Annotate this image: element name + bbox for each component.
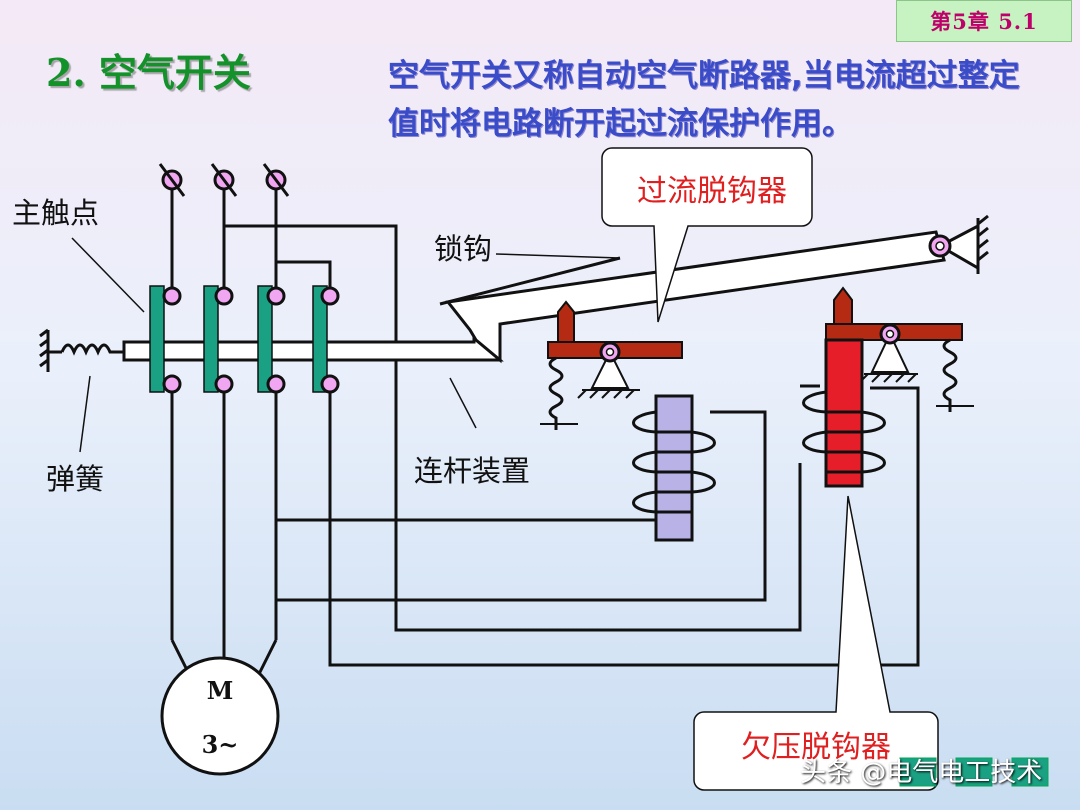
overcurrent-coil bbox=[632, 394, 716, 542]
undervoltage-callout bbox=[693, 495, 939, 791]
overcurrent-release-label: 过流脱钩器 bbox=[637, 174, 787, 209]
circuit-wires bbox=[39, 180, 920, 677]
description-text: 空气开关又称自动空气断路器,当电流超过整定值时将电路断开起过流保护作用。 bbox=[388, 58, 1020, 142]
contact-nodes bbox=[162, 286, 340, 394]
footer-squares bbox=[899, 757, 1049, 787]
contact-bars bbox=[149, 285, 328, 393]
undervoltage-coil bbox=[802, 338, 886, 488]
motor-symbol bbox=[160, 656, 280, 776]
label-spring: 弹簧 bbox=[46, 462, 105, 496]
watermark: 头条 @电气电工技术 bbox=[800, 758, 1043, 788]
label-latch: 锁钩 bbox=[434, 232, 493, 266]
page-title: 2. 空气开关 bbox=[46, 50, 251, 95]
overcurrent-callout bbox=[601, 147, 813, 323]
chapter-tag: 第5章 5.1 bbox=[896, 0, 1072, 42]
supply-terminals bbox=[158, 163, 290, 197]
label-main-contact: 主触点 bbox=[12, 196, 100, 230]
label-linkage: 连杆装置 bbox=[414, 454, 531, 488]
undervoltage-release-label: 欠压脱钩器 bbox=[741, 730, 891, 765]
motor-letter: M bbox=[206, 676, 234, 705]
motor-phase: 3~ bbox=[201, 730, 239, 759]
